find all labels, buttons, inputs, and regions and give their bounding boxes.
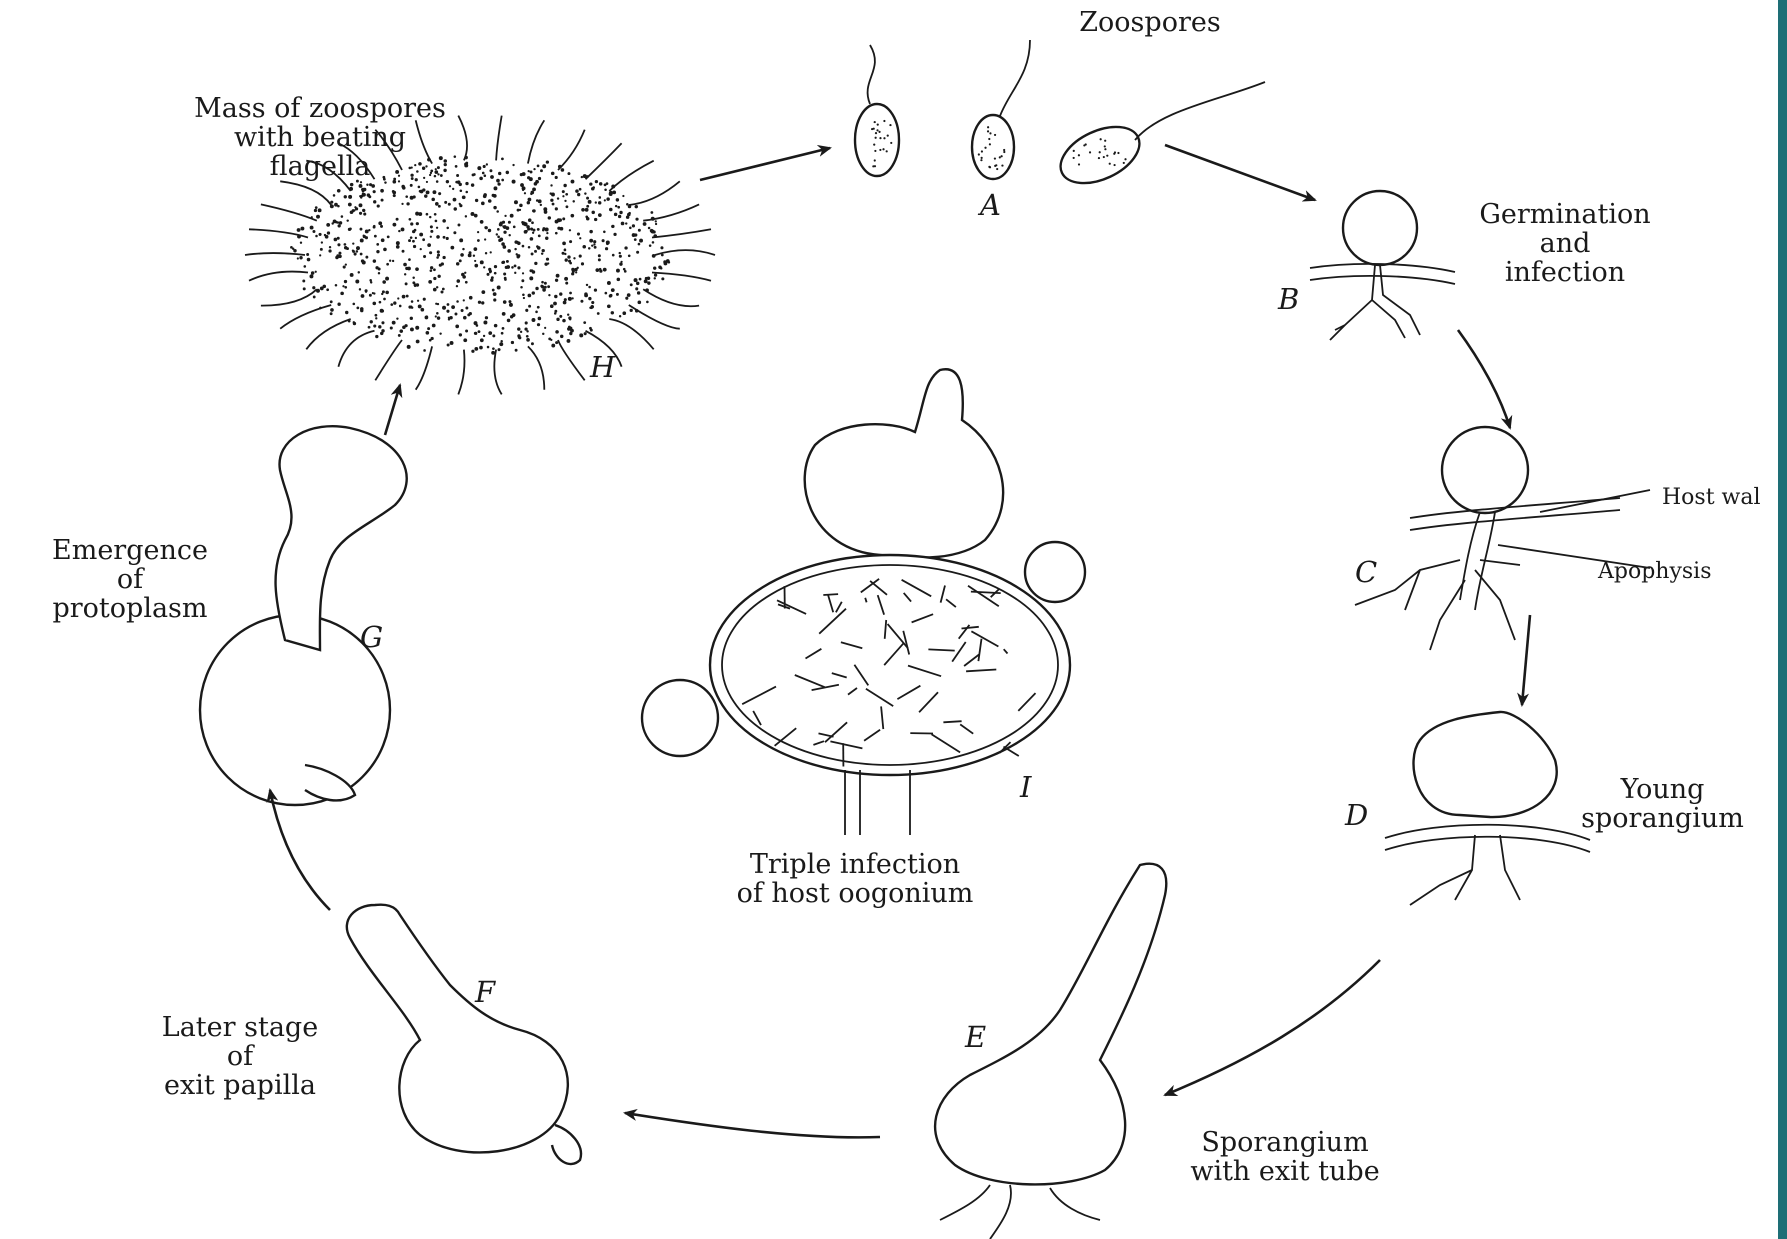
young-sporangium-label: Young sporangium	[1545, 775, 1780, 833]
emergence-label: Emergence of protoplasm	[0, 536, 260, 623]
triple-infection-label: Triple infection of host oogonium	[665, 850, 1045, 908]
host-wall-label: Host wal	[1662, 486, 1782, 510]
stage-letter-f: F	[475, 975, 495, 1009]
stage-letter-i: I	[1020, 770, 1031, 804]
apophysis-stage-c	[1355, 427, 1650, 650]
stage-letter-e: E	[965, 1020, 986, 1054]
mass-of-zoospores-label: Mass of zoospores with beating flagella	[115, 94, 525, 181]
apophysis-label: Apophysis	[1598, 560, 1783, 584]
stage-letter-h: H	[590, 350, 615, 384]
exit-papilla-stage-f	[347, 905, 581, 1164]
stage-letter-c: C	[1355, 555, 1377, 589]
later-stage-label: Later stage of exit papilla	[110, 1013, 370, 1100]
zoospores-stage-a	[855, 40, 1265, 195]
stage-letter-g: G	[360, 620, 383, 654]
stage-letter-d: D	[1345, 798, 1368, 832]
host-oogonium-stage-i	[642, 369, 1085, 835]
zoospores-label: Zoospores	[1040, 8, 1260, 37]
sporangium-exit-label: Sporangium with exit tube	[1135, 1128, 1435, 1186]
stage-letter-b: B	[1278, 282, 1299, 316]
stage-letter-a: A	[980, 188, 1001, 222]
germination-label: Germination and infection	[1425, 200, 1705, 287]
edge-stripe	[1778, 0, 1787, 1239]
